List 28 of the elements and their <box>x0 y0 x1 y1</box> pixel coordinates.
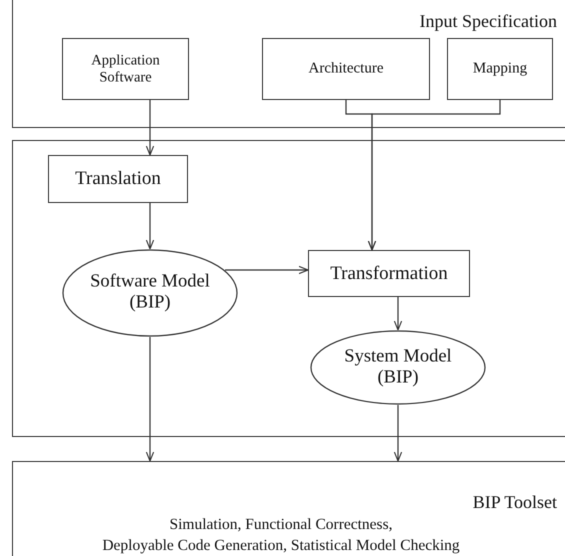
arrow <box>146 337 154 462</box>
ellipse-label: System Model (BIP) <box>343 346 453 389</box>
process-band <box>12 140 565 437</box>
process-box <box>62 38 189 100</box>
description-text: Deployable Code Generation, Statistical Model Checking <box>101 537 461 555</box>
box-label: Application Software <box>90 52 161 86</box>
arrow <box>146 203 154 250</box>
process-box <box>48 155 188 203</box>
arrow <box>368 100 501 251</box>
model-ellipse <box>310 330 486 405</box>
process-box <box>308 250 470 297</box>
box-label: Mapping <box>472 60 528 78</box>
arrow <box>394 297 402 331</box>
band-heading: Input Specification <box>420 11 557 32</box>
arrow <box>146 100 154 156</box>
box-label: Translation <box>74 168 162 190</box>
input-band <box>12 0 565 128</box>
arrow <box>225 266 309 274</box>
ellipse-label: Software Model (BIP) <box>89 272 211 314</box>
process-box <box>447 38 553 100</box>
box-label: Transformation <box>329 262 449 284</box>
process-box <box>262 38 430 100</box>
band-heading: BIP Toolset <box>472 492 557 513</box>
box-label: Architecture <box>308 60 384 78</box>
arrow <box>394 405 402 462</box>
description-text: Simulation, Functional Correctness, <box>168 516 394 534</box>
model-ellipse <box>62 249 238 337</box>
toolset-band <box>12 461 565 556</box>
